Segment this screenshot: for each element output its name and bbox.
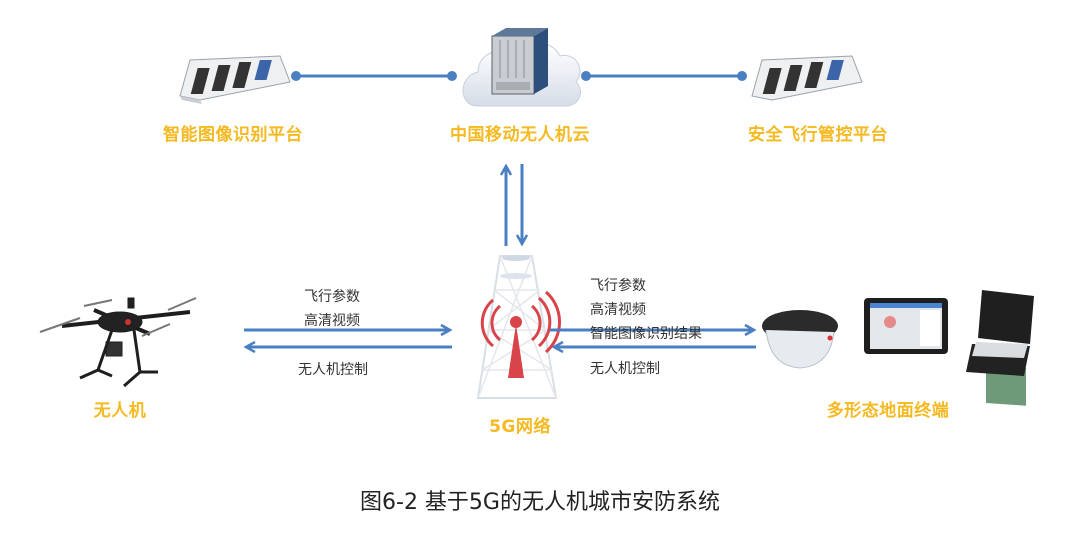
- edge-label-recognition-result: 智能图像识别结果: [590, 326, 702, 342]
- cloud-server-icon: [462, 28, 581, 107]
- edge-label-flight-params: 飞行参数: [304, 289, 360, 305]
- drone-icon: [39, 297, 197, 388]
- connector-left: [291, 71, 457, 81]
- rugged-laptop-icon: [966, 290, 1034, 406]
- image-recognition-platform-label: 智能图像识别平台: [163, 125, 303, 145]
- edge-label-flight-params: 飞行参数: [590, 278, 646, 294]
- edge-label-hd-video: 高清视频: [590, 302, 646, 318]
- drone-label: 无人机: [93, 401, 147, 421]
- ar-headset-icon: [762, 310, 838, 369]
- figure-caption: 图6-2 基于5G的无人机城市安防系统: [360, 490, 720, 515]
- cell-tower-icon: [476, 255, 561, 399]
- connector-right: [581, 71, 747, 81]
- flight-control-platform-label: 安全飞行管控平台: [748, 125, 888, 145]
- server-room-icon: [751, 55, 863, 101]
- network-5g-label: 5G网络: [489, 417, 551, 437]
- edge-label-hd-video: 高清视频: [304, 313, 360, 329]
- ground-terminals-label: 多形态地面终端: [826, 401, 950, 421]
- drone-cloud-label: 中国移动无人机云: [450, 125, 590, 145]
- edge-label-drone-control: 无人机控制: [590, 361, 660, 377]
- server-room-icon: [179, 55, 291, 104]
- tablet-icon: [864, 298, 948, 354]
- edge-label-drone-control: 无人机控制: [298, 362, 368, 378]
